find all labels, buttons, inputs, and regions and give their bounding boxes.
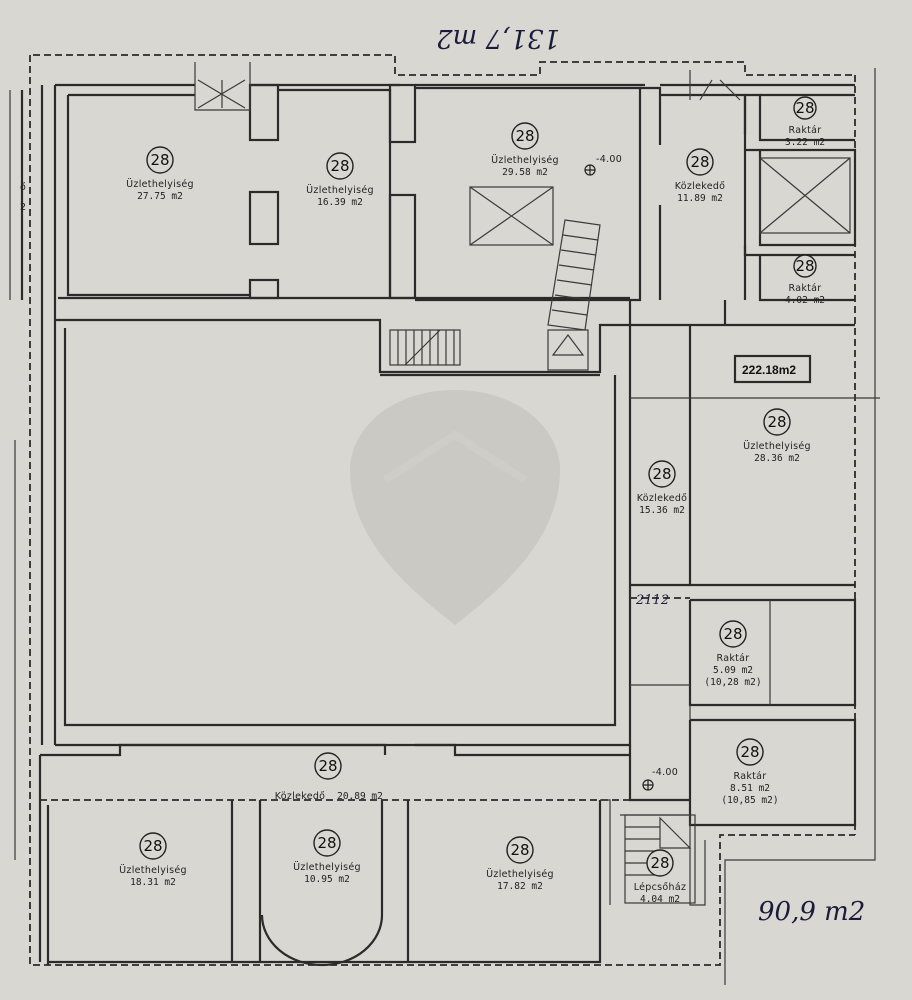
room-area: 20.89 m2 bbox=[337, 791, 383, 802]
room-name: Üzlethelyiség bbox=[119, 865, 187, 876]
level-marker-top-icon: -4.00 bbox=[584, 154, 622, 176]
level-marker-bottom-icon: -4.00 bbox=[642, 767, 678, 791]
room-number-circle bbox=[763, 408, 791, 436]
room-number-circle bbox=[793, 96, 817, 120]
room-area: 4.04 m2 bbox=[640, 894, 680, 905]
staircase-small bbox=[389, 329, 461, 366]
room-area: 15.36 m2 bbox=[639, 505, 685, 516]
room-number-circle bbox=[793, 254, 817, 278]
room-number: 28 bbox=[150, 151, 169, 169]
summary-box bbox=[733, 354, 812, 384]
room-number-circle bbox=[511, 122, 539, 150]
room-area-extra: (10,28 m2) bbox=[704, 677, 761, 688]
room-number: 28 bbox=[330, 157, 349, 175]
room-area-extra: (10,85 m2) bbox=[721, 795, 778, 806]
room-number-circle bbox=[686, 148, 714, 176]
handwritten-top-area: 131,7 m2 bbox=[436, 23, 560, 53]
room-number: 28 bbox=[723, 625, 742, 643]
room-number-circle bbox=[314, 752, 342, 780]
staircase-main bbox=[547, 219, 601, 371]
room-area: 27.75 m2 bbox=[137, 191, 183, 202]
room-area: 28.36 m2 bbox=[754, 453, 800, 464]
room-name: Lépcsőház bbox=[634, 882, 687, 893]
watermark-shield-icon bbox=[350, 390, 560, 625]
room-number-circle bbox=[313, 829, 341, 857]
staircase-bottom bbox=[624, 814, 696, 904]
margin-mark-1: ő bbox=[20, 182, 26, 193]
room-area: 17.82 m2 bbox=[497, 881, 543, 892]
room-name: Raktár bbox=[717, 653, 750, 664]
room-number: 28 bbox=[318, 757, 337, 775]
room-name: Raktár bbox=[734, 771, 767, 782]
room-number-circle bbox=[139, 832, 167, 860]
room-number-circle bbox=[736, 738, 764, 766]
room-area: 5.09 m2 bbox=[713, 665, 753, 676]
room-name: Üzlethelyiség bbox=[486, 869, 554, 880]
room-number-circle bbox=[506, 836, 534, 864]
room-number: 28 bbox=[767, 413, 786, 431]
room-name: Üzlethelyiség bbox=[491, 155, 559, 166]
room-number-circle bbox=[146, 146, 174, 174]
room-name: Üzlethelyiség bbox=[306, 185, 374, 196]
room-name: Közlekedő bbox=[275, 791, 326, 802]
summary-box-label: 222.18m2 bbox=[742, 363, 796, 377]
room-number: 28 bbox=[510, 841, 529, 859]
room-name: Üzlethelyiség bbox=[743, 441, 811, 452]
room-number: 28 bbox=[515, 127, 534, 145]
room-number: 28 bbox=[143, 837, 162, 855]
room-number-circle bbox=[646, 849, 674, 877]
outer-boundary bbox=[33, 54, 855, 76]
room-name: Raktár bbox=[789, 283, 822, 294]
room-number: 28 bbox=[740, 743, 759, 761]
elevator-shaft-2 bbox=[759, 157, 851, 234]
room-number-circle bbox=[648, 460, 676, 488]
room-number: 28 bbox=[317, 834, 336, 852]
room-number-circle bbox=[719, 620, 747, 648]
room-area: 10.95 m2 bbox=[304, 874, 350, 885]
handwritten-bottom-area: 90,9 m2 bbox=[758, 897, 865, 927]
room-number: 28 bbox=[650, 854, 669, 872]
room-name: Közlekedő bbox=[675, 181, 726, 192]
room-name: Raktár bbox=[789, 125, 822, 136]
room-area: 3.22 m2 bbox=[785, 137, 825, 148]
room-name: Közlekedő bbox=[637, 493, 688, 504]
room-area: 18.31 m2 bbox=[130, 877, 176, 888]
room-number: 28 bbox=[690, 153, 709, 171]
room-area: 16.39 m2 bbox=[317, 197, 363, 208]
svg-text:-4.00: -4.00 bbox=[596, 154, 622, 165]
svg-text:-4.00: -4.00 bbox=[652, 767, 678, 778]
room-name: Üzlethelyiség bbox=[126, 179, 194, 190]
room-area: 29.58 m2 bbox=[502, 167, 548, 178]
room-area: 11.89 m2 bbox=[677, 193, 723, 204]
elevator-shaft-1 bbox=[469, 186, 554, 246]
room-number: 28 bbox=[795, 257, 814, 275]
margin-mark-2: 2 bbox=[20, 202, 26, 213]
room-number: 28 bbox=[795, 99, 814, 117]
room-number: 28 bbox=[652, 465, 671, 483]
room-area: 8.51 m2 bbox=[730, 783, 770, 794]
room-number-circle bbox=[326, 152, 354, 180]
room-area: 4.02 m2 bbox=[785, 295, 825, 306]
room-name: Üzlethelyiség bbox=[293, 862, 361, 873]
handwritten-mid-note: 2112 bbox=[635, 593, 669, 608]
